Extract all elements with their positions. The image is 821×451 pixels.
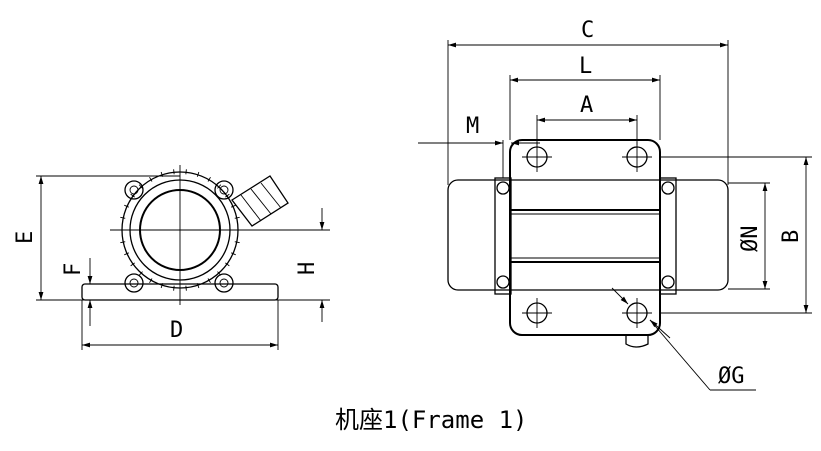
dim-A-label: A [580, 93, 593, 118]
housing-tooth [230, 252, 236, 256]
housing-tooth [138, 271, 143, 276]
top-cable-gland [625, 335, 649, 348]
housing-tooth [207, 176, 211, 182]
housing-tooth [234, 216, 240, 219]
housing-tooth [196, 283, 200, 289]
top-view: C L A M ØN B ØG [418, 18, 812, 391]
dim-M-label: M [466, 114, 479, 139]
housing-tooth [130, 193, 135, 198]
housing-tooth [138, 184, 143, 189]
side-boss-bottom-right [214, 273, 234, 293]
drawing-caption: 机座1(Frame 1) [335, 406, 528, 434]
housing-tooth [149, 278, 153, 284]
housing-tooth [217, 184, 222, 189]
dim-N-label: ØN [738, 226, 763, 253]
side-boss-top-right [214, 180, 234, 200]
top-motor-body [447, 179, 729, 291]
dim-D-label: D [170, 318, 183, 343]
dim-G-label: ØG [718, 364, 745, 389]
side-view: E F H D [13, 165, 330, 350]
housing-tooth [230, 204, 236, 208]
side-cable-gland [231, 175, 289, 227]
side-boss-top-left [124, 180, 144, 200]
housing-tooth [160, 283, 164, 289]
top-bolt-hole-2 [622, 142, 652, 172]
housing-tooth [173, 285, 175, 291]
dim-E-label: E [13, 231, 38, 244]
housing-tooth [130, 262, 135, 267]
dim-C-label: C [581, 18, 594, 43]
side-housing-teeth [119, 169, 241, 291]
housing-tooth [120, 241, 126, 244]
housing-tooth [173, 169, 175, 175]
side-boss-bottom-left [124, 273, 144, 293]
dim-H-label: H [295, 262, 320, 275]
housing-tooth [225, 193, 230, 198]
housing-tooth [207, 278, 211, 284]
housing-tooth [124, 252, 130, 256]
dim-L-label: L [579, 54, 592, 79]
housing-tooth [185, 169, 187, 175]
top-bolt-hole-4 [622, 298, 652, 328]
housing-tooth [225, 262, 230, 267]
dim-B-label: B [779, 230, 804, 243]
housing-tooth [120, 216, 126, 219]
housing-tooth [234, 241, 240, 244]
top-bolt-hole-1 [522, 142, 552, 172]
housing-tooth [149, 176, 153, 182]
dim-F-label: F [61, 263, 86, 276]
housing-tooth [196, 171, 200, 177]
top-bolt-hole-3 [522, 298, 552, 328]
top-mount-plate [509, 139, 661, 336]
housing-tooth [124, 204, 130, 208]
housing-tooth [185, 285, 187, 291]
